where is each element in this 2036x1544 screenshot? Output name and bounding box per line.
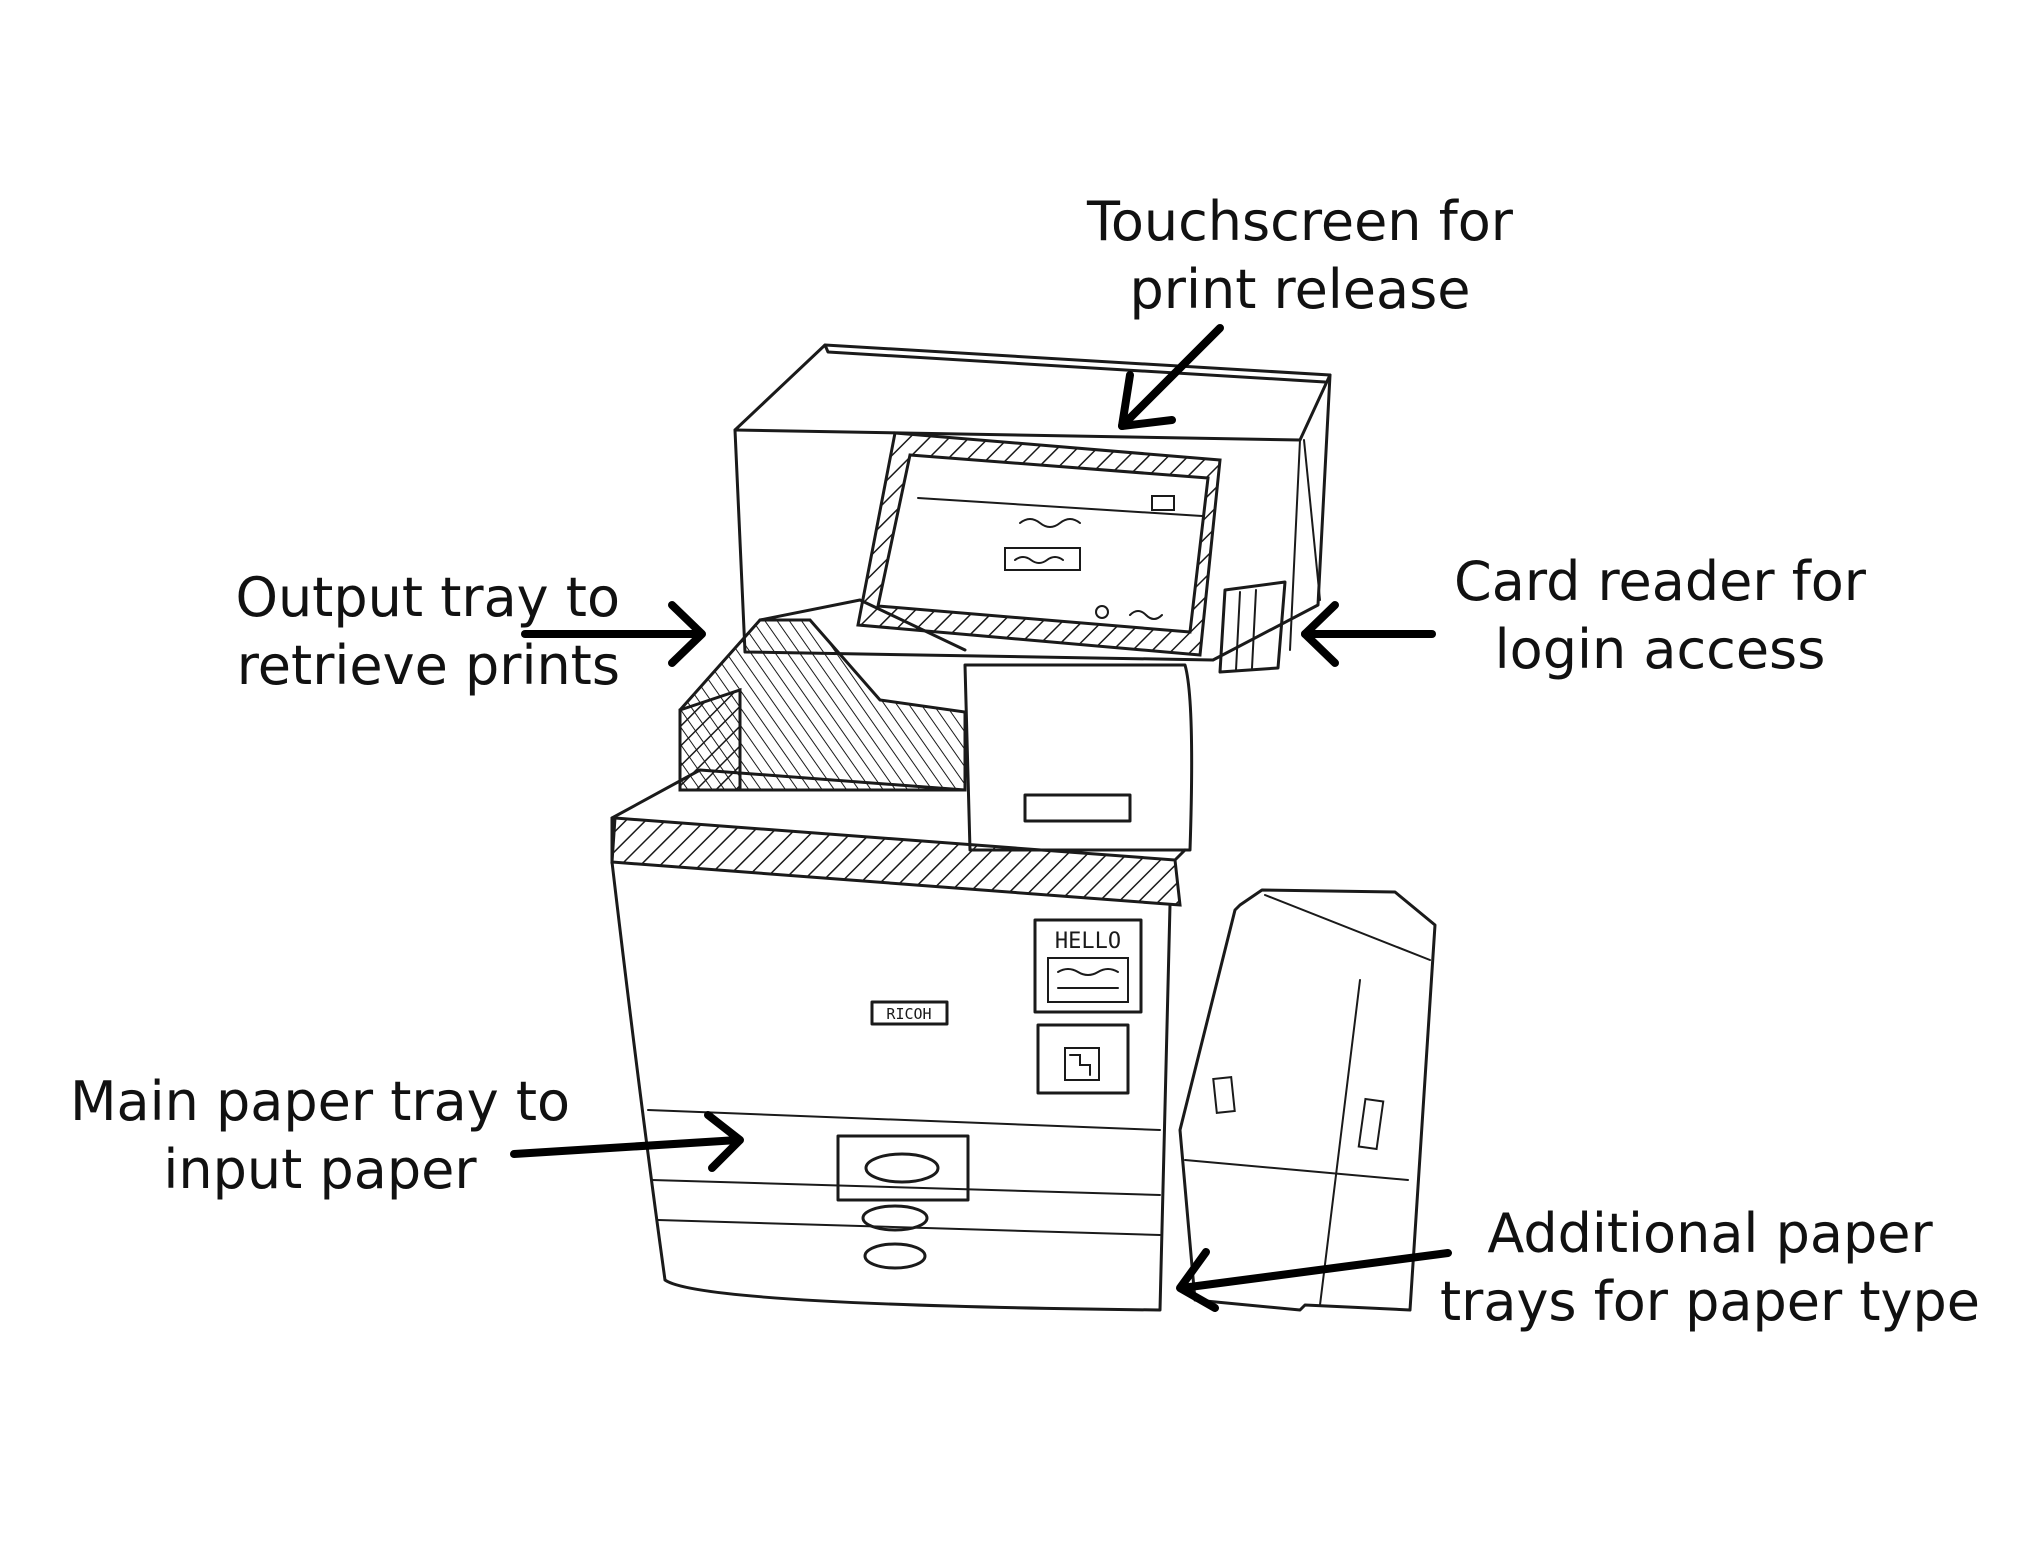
- label-additional-trays-line1: Additional paper: [1400, 1200, 2020, 1268]
- label-card-reader-line1: Card reader for: [1330, 548, 1990, 616]
- brand-logo-plate: RICOH: [872, 1002, 947, 1024]
- qr-sticker: [1038, 1025, 1128, 1093]
- brand-logo-text: RICOH: [886, 1005, 931, 1023]
- hello-sticker-text: HELLO: [1055, 929, 1121, 954]
- label-output-tray-line1: Output tray to: [60, 564, 620, 632]
- label-additional-trays: Additional paper trays for paper type: [1400, 1200, 2020, 1336]
- label-main-paper-tray-line2: input paper: [20, 1136, 620, 1204]
- lower-drawer-handles: [863, 1206, 927, 1268]
- label-touchscreen: Touchscreen for print release: [1000, 188, 1600, 324]
- label-card-reader: Card reader for login access: [1330, 548, 1990, 684]
- label-card-reader-line2: login access: [1330, 616, 1990, 684]
- output-tray-prints: [680, 600, 965, 790]
- main-paper-tray-drawer: [838, 1136, 968, 1200]
- touchscreen-arrow: [1122, 328, 1220, 426]
- label-touchscreen-line1: Touchscreen for: [1000, 188, 1600, 256]
- side-tray-cabinet: [1180, 890, 1435, 1310]
- touchscreen-panel: [858, 433, 1220, 655]
- label-main-paper-tray-line1: Main paper tray to: [20, 1068, 620, 1136]
- label-output-tray-line2: retrieve prints: [60, 632, 620, 700]
- center-column: [965, 665, 1192, 850]
- label-output-tray: Output tray to retrieve prints: [60, 564, 620, 700]
- label-additional-trays-line2: trays for paper type: [1400, 1268, 2020, 1336]
- label-main-paper-tray: Main paper tray to input paper: [20, 1068, 620, 1204]
- label-touchscreen-line2: print release: [1000, 256, 1600, 324]
- hello-sticker: HELLO: [1035, 920, 1141, 1012]
